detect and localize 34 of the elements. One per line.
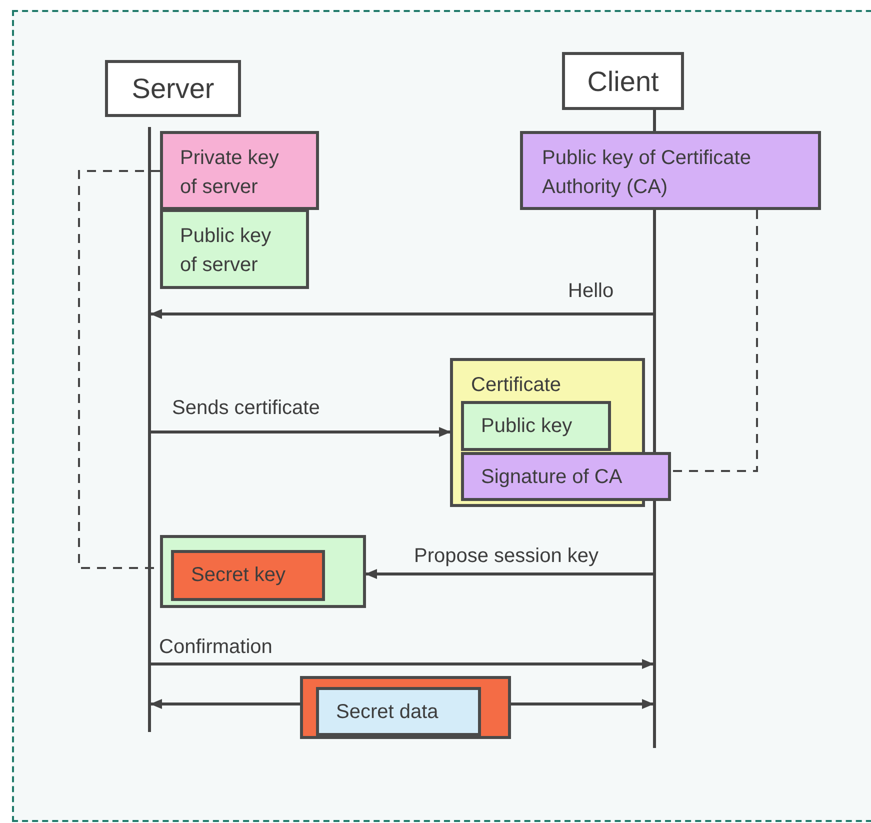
arrow [511,699,654,709]
key-box [520,131,821,210]
container-box [160,535,366,608]
edge-label: Confirmation [159,635,272,660]
box-label: Public key of server [180,224,272,278]
edge-label: Propose session key [414,544,599,569]
actor-box [105,60,241,117]
arrow [151,427,451,437]
lifeline [148,127,151,732]
edge-label: Hello [568,279,614,304]
box-label: Private key of server [180,146,280,200]
actor-label: Client [587,66,659,96]
key-box [171,550,325,601]
box-label: Certificate [471,373,562,398]
box-label: Public key [481,414,574,439]
arrow [365,569,653,579]
arrow [151,659,654,669]
key-box [316,687,481,736]
box-label: Signature of CA [481,465,624,490]
arrow [150,699,300,709]
arrow [150,309,653,319]
box-label: Public key of Certificate Authority (CA) [542,146,752,200]
key-box [461,401,611,451]
box-label: Secret data [336,700,440,725]
box-label: Secret key [191,563,286,588]
container-box [300,676,511,739]
dashed-connector [671,210,758,472]
key-box [160,131,319,210]
edge-label: Sends certificate [172,396,320,421]
key-box [461,452,671,501]
actor-box [562,52,684,110]
actor-label: Server [132,74,214,103]
dashed-connector [78,170,160,569]
key-box [160,209,309,289]
